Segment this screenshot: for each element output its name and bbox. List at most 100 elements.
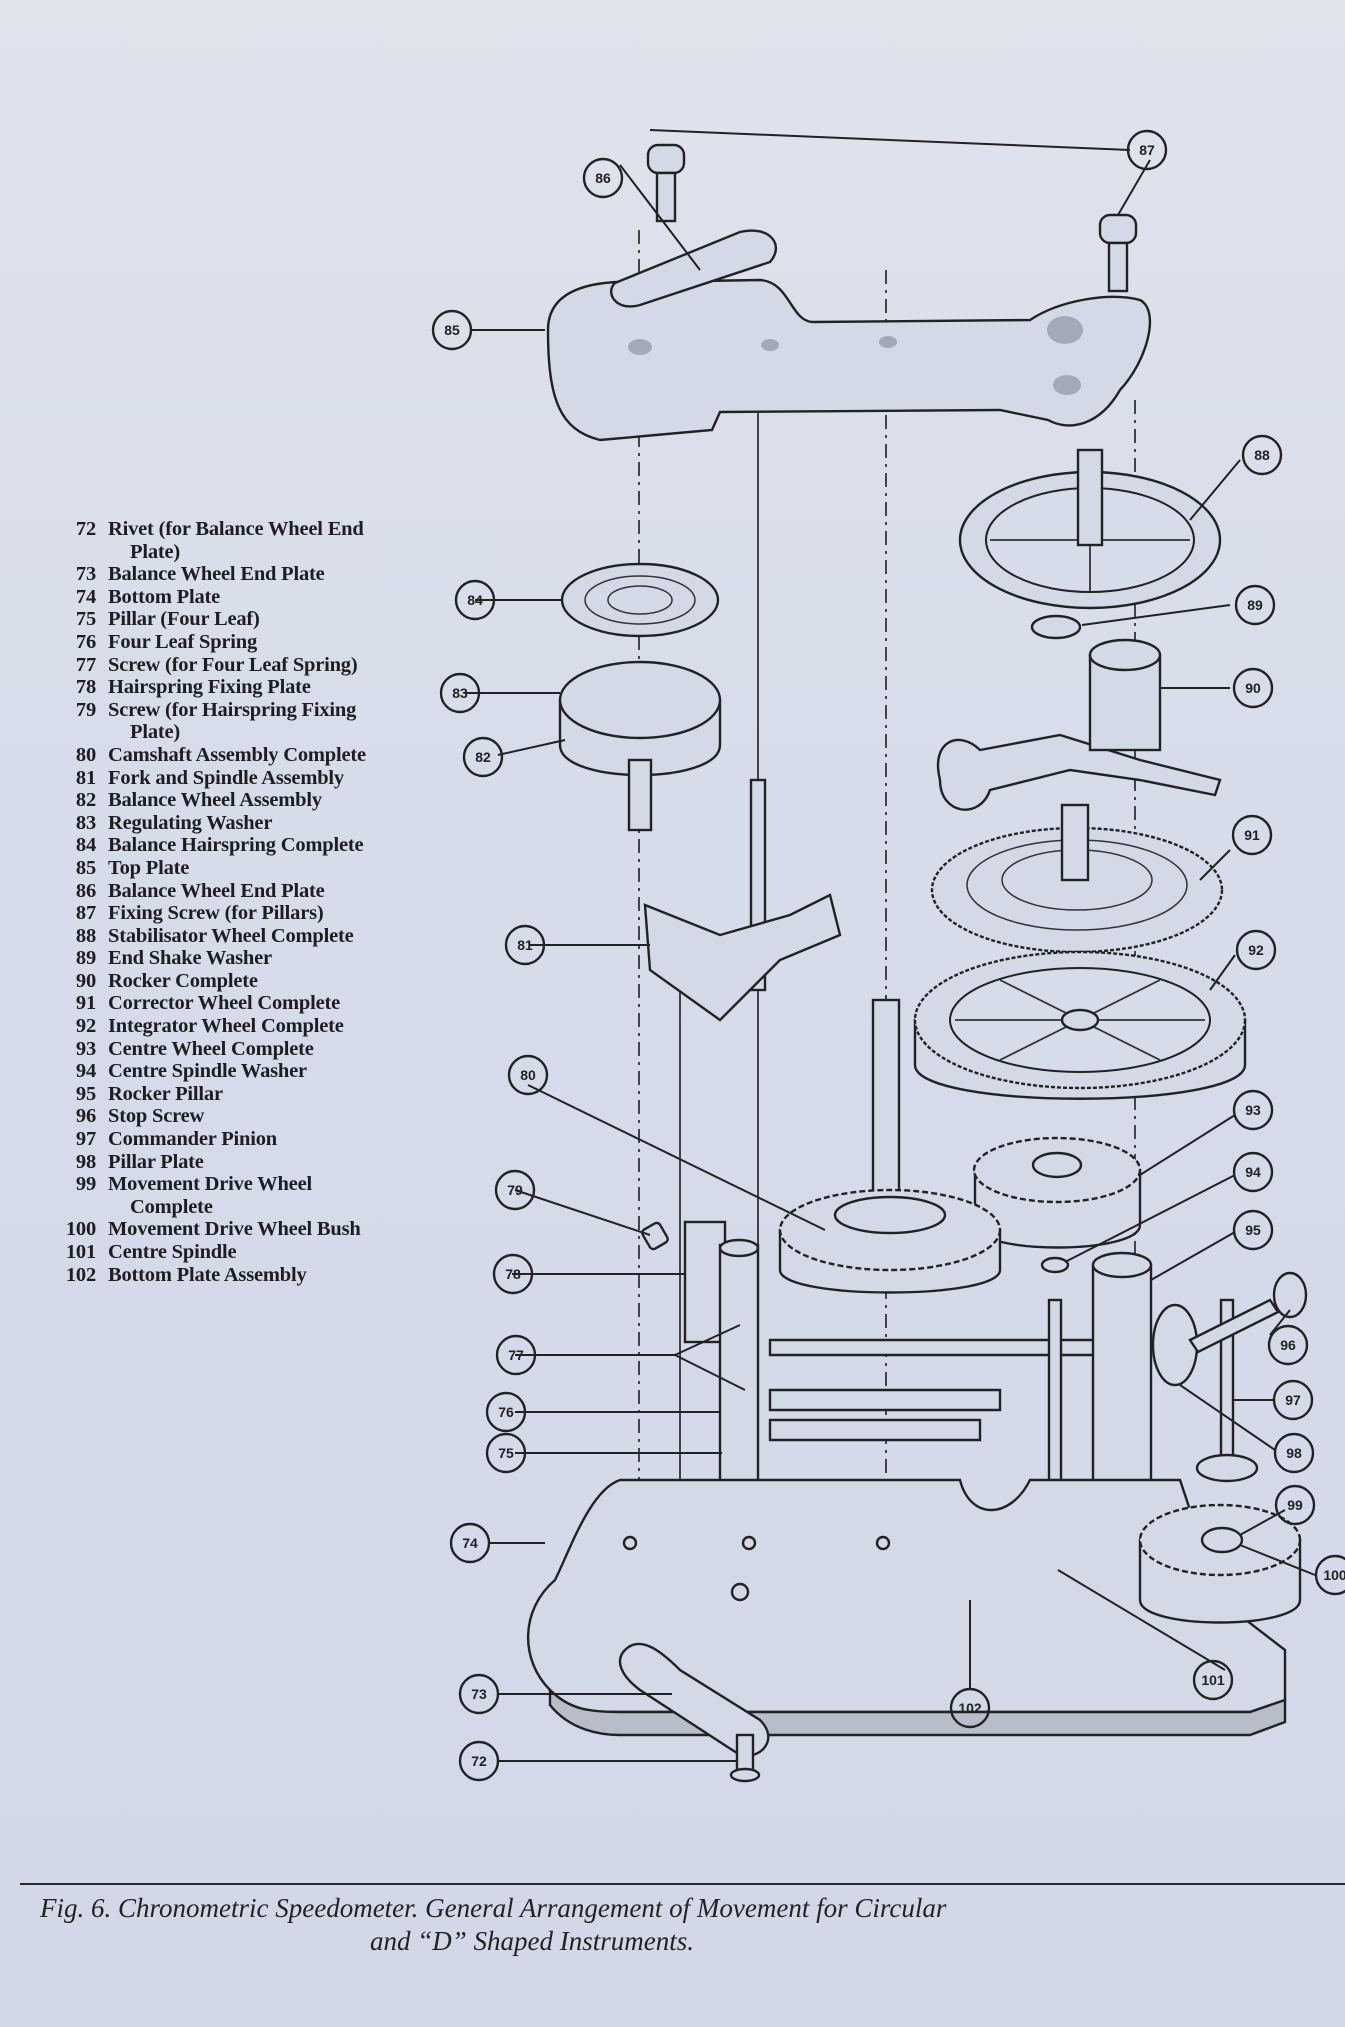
top-plate bbox=[546, 278, 1152, 442]
svg-text:83: 83 bbox=[452, 685, 468, 701]
parts-list-item: 77 Screw (for Four Leaf Spring) bbox=[48, 654, 428, 677]
svg-text:78: 78 bbox=[505, 1266, 521, 1282]
callout-100: 100 bbox=[1314, 1554, 1345, 1596]
callout-84: 84 bbox=[454, 579, 496, 621]
callout-91: 91 bbox=[1231, 814, 1273, 856]
svg-text:95: 95 bbox=[1245, 1222, 1261, 1238]
callout-73: 73 bbox=[458, 1673, 500, 1715]
part-number: 89 bbox=[75, 947, 96, 970]
part-name: End Shake Washer bbox=[108, 947, 272, 970]
part-name: Screw (for Four Leaf Spring) bbox=[108, 653, 358, 676]
stop-screw bbox=[1188, 1271, 1308, 1354]
part-number: 83 bbox=[75, 811, 96, 834]
part-number: 92 bbox=[75, 1015, 96, 1038]
part-number-spacer bbox=[48, 1196, 108, 1219]
part-number: 81 bbox=[75, 766, 96, 789]
part-name: Balance Wheel Assembly bbox=[108, 789, 322, 812]
part-number: 73 bbox=[75, 563, 96, 586]
part-name: Movement Drive Wheel Bush bbox=[108, 1218, 361, 1241]
parts-list-item: 92 Integrator Wheel Complete bbox=[48, 1015, 428, 1038]
callout-81: 81 bbox=[504, 924, 546, 966]
part-name: Integrator Wheel Complete bbox=[108, 1015, 344, 1038]
callout-86: 86 bbox=[582, 157, 624, 199]
parts-list-item: 96 Stop Screw bbox=[48, 1105, 428, 1128]
svg-text:73: 73 bbox=[471, 1686, 487, 1702]
pillar-plate bbox=[1151, 1303, 1199, 1387]
part-number: 74 bbox=[75, 585, 96, 608]
callout-82: 82 bbox=[462, 736, 504, 778]
callout-88: 88 bbox=[1241, 434, 1283, 476]
caption-divider bbox=[20, 1883, 1345, 1885]
svg-text:96: 96 bbox=[1280, 1337, 1296, 1353]
centre-spindle-washer bbox=[1040, 1256, 1070, 1274]
callout-75: 75 bbox=[485, 1432, 527, 1474]
callout-78: 78 bbox=[492, 1253, 534, 1295]
part-name: Rivet (for Balance Wheel End bbox=[108, 518, 364, 540]
part-name: Balance Wheel End Plate bbox=[108, 563, 325, 586]
svg-text:97: 97 bbox=[1285, 1392, 1301, 1408]
parts-list-item: 73 Balance Wheel End Plate bbox=[48, 563, 428, 586]
svg-text:94: 94 bbox=[1245, 1164, 1261, 1180]
part-number: 85 bbox=[75, 856, 96, 879]
part-name: Pillar Plate bbox=[108, 1150, 204, 1173]
exploded-diagram: 86 87 85 88 89 90 91 92 93 94 95 96 97 9… bbox=[431, 129, 1345, 1783]
caption-line-1: Fig. 6. Chronometric Speedometer. Genera… bbox=[40, 1893, 947, 1923]
callout-92: 92 bbox=[1235, 929, 1277, 971]
callout-80: 80 bbox=[507, 1054, 549, 1096]
svg-text:91: 91 bbox=[1244, 827, 1260, 843]
part-name: Balance Hairspring Complete bbox=[108, 834, 364, 857]
svg-text:88: 88 bbox=[1254, 447, 1270, 463]
part-number: 72 bbox=[75, 518, 96, 540]
parts-list-item: 88 Stabilisator Wheel Complete bbox=[48, 925, 428, 948]
corrector-wheel bbox=[930, 803, 1224, 954]
svg-text:101: 101 bbox=[1201, 1672, 1225, 1688]
part-name: Hairspring Fixing Plate bbox=[108, 676, 311, 699]
callout-89: 89 bbox=[1234, 584, 1276, 626]
part-name: Centre Wheel Complete bbox=[108, 1037, 314, 1060]
part-number: 88 bbox=[75, 924, 96, 947]
callout-87: 87 bbox=[1126, 129, 1168, 171]
part-number: 96 bbox=[75, 1105, 96, 1128]
svg-text:74: 74 bbox=[462, 1535, 478, 1551]
callout-98: 98 bbox=[1273, 1432, 1315, 1474]
callout-97: 97 bbox=[1272, 1379, 1314, 1421]
part-name: Stop Screw bbox=[108, 1105, 205, 1128]
callout-101: 101 bbox=[1192, 1659, 1234, 1701]
svg-text:81: 81 bbox=[517, 937, 533, 953]
svg-text:84: 84 bbox=[467, 592, 483, 608]
integrator-wheel bbox=[913, 950, 1247, 1100]
part-name-continuation: Complete bbox=[130, 1195, 213, 1218]
part-number: 77 bbox=[75, 653, 96, 676]
part-number: 76 bbox=[75, 630, 96, 653]
rocker bbox=[937, 638, 1222, 811]
part-name: Regulating Washer bbox=[108, 811, 273, 834]
part-number: 102 bbox=[65, 1263, 96, 1286]
parts-list-item: 78 Hairspring Fixing Plate bbox=[48, 676, 428, 699]
part-name: Fixing Screw (for Pillars) bbox=[108, 902, 324, 925]
svg-text:89: 89 bbox=[1247, 597, 1263, 613]
part-number: 94 bbox=[75, 1060, 96, 1083]
callout-102: 102 bbox=[949, 1687, 991, 1729]
part-name: Top Plate bbox=[108, 856, 190, 879]
part-name: Corrector Wheel Complete bbox=[108, 992, 341, 1015]
part-name: Stabilisator Wheel Complete bbox=[108, 924, 354, 947]
svg-text:82: 82 bbox=[475, 749, 491, 765]
svg-text:76: 76 bbox=[498, 1404, 514, 1420]
hairspring-fixing-plate bbox=[683, 1220, 727, 1344]
callout-94: 94 bbox=[1232, 1151, 1274, 1193]
part-number: 78 bbox=[75, 676, 96, 699]
part-name: Commander Pinion bbox=[108, 1128, 277, 1151]
parts-list-item-continuation: Plate) bbox=[48, 541, 428, 564]
